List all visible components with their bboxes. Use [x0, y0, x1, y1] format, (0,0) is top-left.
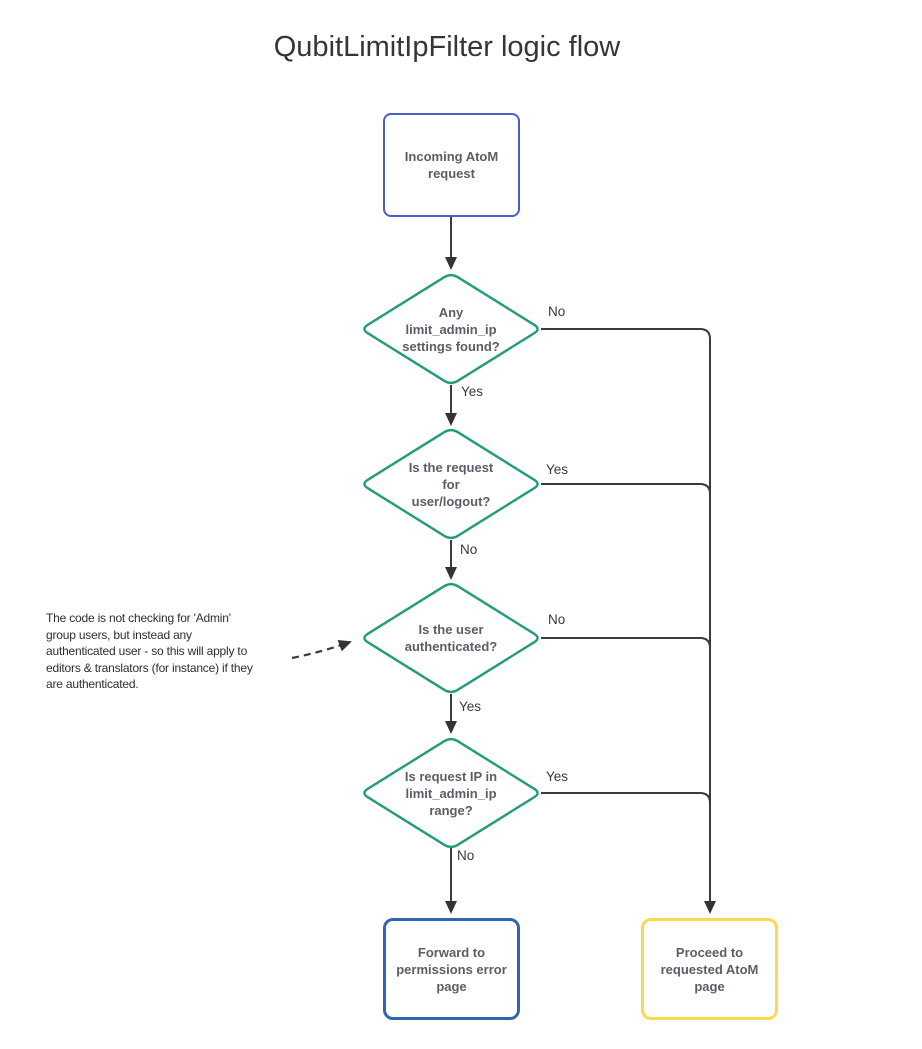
edge-label-d3-yes: Yes	[459, 699, 482, 714]
annotation-dashed-arrow	[291, 640, 352, 660]
edge-label-d4-yes: Yes	[546, 769, 569, 784]
edge-label-d1-no: No	[548, 304, 566, 319]
annotation-note: The code is not checking for 'Admin' gro…	[46, 611, 253, 691]
edge-decision3-no-merge	[541, 637, 711, 649]
edge-decision4-yes-merge	[541, 792, 711, 804]
edge-decision2-yes-merge	[541, 483, 711, 495]
edge-label-d2-no: No	[460, 542, 478, 557]
decision1-label: Any limit_admin_ip settings found?	[402, 304, 500, 354]
edge-label-d2-yes: Yes	[546, 462, 569, 477]
node-permissions-error: Forward to permissions error page	[383, 918, 520, 1020]
decision3-label: Is the user authenticated?	[404, 622, 498, 654]
edge-label-d1-yes: Yes	[461, 384, 484, 399]
node-proceed-to-page: Proceed to requested AtoM page	[641, 918, 778, 1020]
flow-edges	[291, 217, 716, 914]
edge-label-d3-no: No	[548, 612, 566, 627]
decision4-label: Is request IP in limit_admin_ip range?	[404, 768, 498, 818]
edge-label-d4-no: No	[457, 848, 475, 863]
node-incoming-request: Incoming AtoM request	[383, 113, 520, 217]
page-title: QubitLimitIpFilter logic flow	[273, 31, 621, 63]
decision2-label: Is the request for user/logout?	[408, 459, 494, 509]
edge-decision1-no-rail-to-proceed	[541, 328, 716, 914]
